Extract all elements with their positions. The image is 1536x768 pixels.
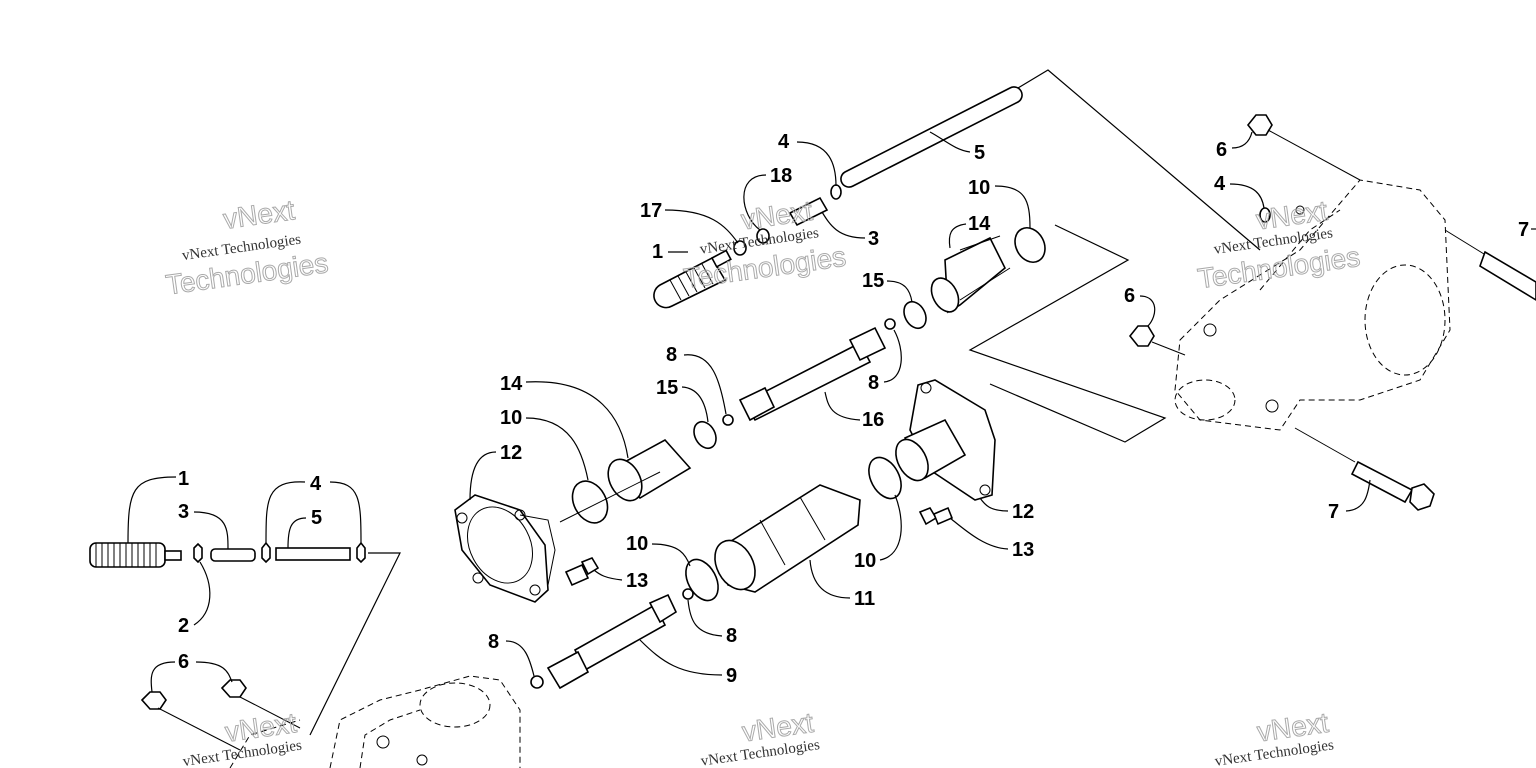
lower-boot-set xyxy=(682,456,902,602)
watermark-right: vNext vNext Technologies Technologies xyxy=(1195,194,1362,294)
watermark-left: vNext vNext Technologies Technologies xyxy=(163,194,330,301)
watermark-bottom-center: vNext vNext Technologies xyxy=(700,706,821,768)
callout-15-mid: 15 xyxy=(656,377,678,399)
upper-boot-set xyxy=(903,224,1167,443)
callout-6-right-mid: 6 xyxy=(1124,285,1135,307)
callout-10-right: 10 xyxy=(854,550,876,572)
callout-6-left: 6 xyxy=(178,651,189,673)
callout-3-upper: 3 xyxy=(868,228,879,250)
callout-4-right: 4 xyxy=(1214,173,1226,195)
callout-7-upper: 7 xyxy=(1518,219,1529,241)
left-gearcase xyxy=(140,675,521,768)
flange-12-right xyxy=(895,379,996,501)
callout-10-lower: 10 xyxy=(626,533,648,555)
callout-13-left: 13 xyxy=(626,570,648,592)
right-gearcase xyxy=(1128,114,1536,511)
callout-3-left: 3 xyxy=(178,501,189,523)
callout-4-left: 4 xyxy=(310,473,322,495)
watermark-bottom-left: vNext vNext Technologies xyxy=(182,707,303,768)
callout-12-left: 12 xyxy=(500,442,522,464)
middle-boot-set xyxy=(559,420,717,524)
svg-text:vNext: vNext xyxy=(221,194,296,235)
callout-11: 11 xyxy=(854,588,875,610)
callout-2: 2 xyxy=(178,615,189,637)
callout-10-mid: 10 xyxy=(500,407,522,429)
callout-5-left: 5 xyxy=(311,507,322,529)
callout-8-c: 8 xyxy=(726,625,737,647)
callout-9: 9 xyxy=(726,665,737,687)
callout-16: 16 xyxy=(862,409,884,431)
callout-17: 17 xyxy=(640,200,662,222)
callout-4-upper: 4 xyxy=(778,131,790,153)
callout-14-mid: 14 xyxy=(500,373,523,395)
watermark-bottom-right: vNext vNext Technologies xyxy=(1214,706,1335,768)
callout-1-upper: 1 xyxy=(652,241,663,263)
callout-6-right-upper: 6 xyxy=(1216,139,1227,161)
callout-5-upper: 5 xyxy=(974,142,985,164)
callout-8-d: 8 xyxy=(488,631,499,653)
bolt-13-right xyxy=(918,506,954,526)
callout-8-a: 8 xyxy=(666,344,677,366)
callout-10-upper: 10 xyxy=(968,177,990,199)
callout-14-upper: 14 xyxy=(968,213,991,235)
shaft-16 xyxy=(722,318,896,426)
callout-15-upper: 15 xyxy=(862,270,884,292)
bolt-13-left xyxy=(564,557,600,587)
upper-rod-assembly xyxy=(653,69,1261,309)
callout-1-left: 1 xyxy=(178,468,189,490)
callout-8-b: 8 xyxy=(868,372,879,394)
callout-12-right: 12 xyxy=(1012,501,1034,523)
callout-7-lower: 7 xyxy=(1328,501,1339,523)
callout-18: 18 xyxy=(770,165,792,187)
flange-12-left xyxy=(454,494,556,603)
callout-13-right: 13 xyxy=(1012,539,1034,561)
left-boot-assembly xyxy=(89,541,401,736)
shaft-9 xyxy=(530,593,678,690)
